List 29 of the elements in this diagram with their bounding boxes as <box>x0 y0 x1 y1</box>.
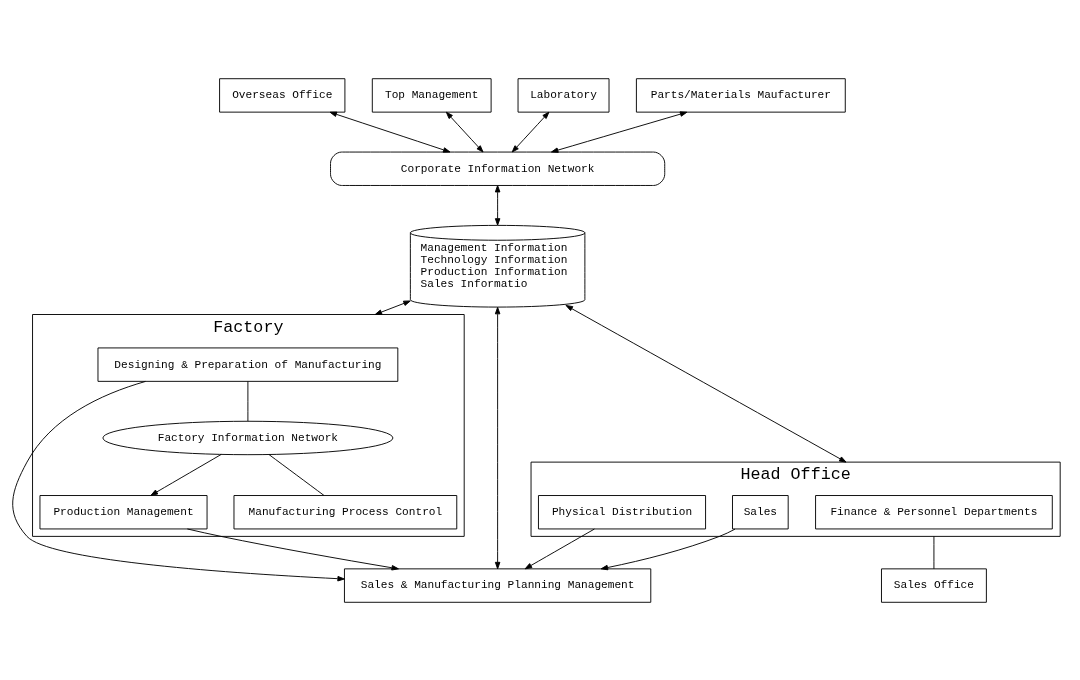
node-box: Top Management <box>371 77 492 113</box>
arrow <box>445 111 484 152</box>
arrow <box>511 111 550 152</box>
connector <box>247 380 249 422</box>
node-box: Production Management <box>39 494 208 529</box>
node-box: Physical Distribution <box>538 494 707 529</box>
arrow <box>329 111 451 153</box>
arrow <box>12 380 345 581</box>
node-box: Sales Office <box>881 567 987 603</box>
arrow <box>494 306 501 569</box>
node-box: Corporate Information Network <box>330 151 666 186</box>
arrow <box>494 184 501 226</box>
arrow <box>551 110 688 153</box>
arrow <box>600 528 736 570</box>
node-box: Designing & Preparation of Manufacturing <box>97 346 399 382</box>
connector <box>933 535 935 569</box>
node-ellipse: Factory Information Network <box>102 420 394 455</box>
arrow <box>374 299 411 315</box>
node-box: Laboratory <box>517 77 610 113</box>
connector <box>268 453 325 496</box>
node-box: Finance & Personnel Departments <box>815 494 1053 529</box>
arrow <box>150 453 222 496</box>
node-box: Manufacturing Process Control <box>233 494 458 529</box>
arrow <box>524 528 595 569</box>
node-box: Overseas Office <box>219 77 346 113</box>
arrow <box>565 304 847 463</box>
node-box: Sales <box>732 494 789 529</box>
node-box: Parts/Materials Maufacturer <box>635 77 846 113</box>
node-box: Sales & Manufacturing Planning Management <box>344 567 652 603</box>
